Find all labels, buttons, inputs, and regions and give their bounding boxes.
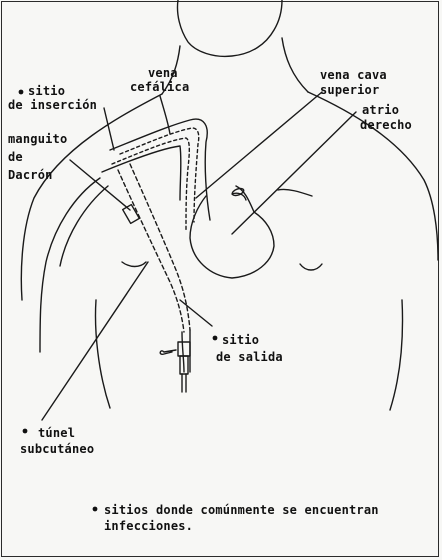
- bullet-sitio-salida: [213, 336, 218, 341]
- dacron-cuff: [123, 205, 140, 224]
- label-manguito-2: de: [8, 150, 23, 164]
- arm-catheter-b: [60, 186, 108, 266]
- nipple-right: [300, 264, 322, 270]
- label-manguito-3: Dacrón: [8, 168, 53, 182]
- label-sitio-insercion-2: de inserción: [8, 98, 97, 112]
- label-atrio-1: atrio: [362, 103, 399, 117]
- label-vena-cava-2: superior: [320, 83, 379, 97]
- bullet-sitio-insercion: [19, 90, 24, 95]
- left-shoulder: [21, 94, 162, 300]
- bullet-tunel: [23, 429, 28, 434]
- arm-catheter-a: [40, 178, 100, 352]
- chest-curve: [278, 189, 312, 196]
- label-tunel-2: subcutáneo: [20, 442, 94, 456]
- left-torso: [96, 300, 110, 408]
- leader-tunel: [42, 262, 148, 420]
- label-atrio-2: derecho: [360, 118, 412, 132]
- label-sitio-salida-2: de salida: [216, 350, 283, 364]
- leader-sitio-salida: [180, 300, 212, 326]
- legend-line-1: sitios donde comúnmente se encuentran: [104, 503, 379, 517]
- clamp: [160, 350, 176, 354]
- connector-tip: [182, 374, 186, 392]
- label-vena-cefalica-1: vena: [148, 66, 178, 80]
- leader-atrio: [232, 112, 356, 234]
- leader-manguito: [70, 160, 130, 210]
- vein-inner: [102, 146, 181, 200]
- label-sitio-insercion-1: sitio: [28, 84, 65, 98]
- legend-line-2: infecciones.: [104, 519, 193, 533]
- neck-right: [282, 38, 308, 92]
- catheter-external-a: [182, 332, 184, 372]
- head-outline: [177, 0, 282, 56]
- label-tunel-1: túnel: [38, 426, 75, 440]
- right-torso: [390, 300, 403, 410]
- tunnel-dashed-b: [130, 164, 190, 330]
- label-manguito-1: manguito: [8, 132, 67, 146]
- nipple-left: [122, 262, 146, 267]
- connector-hub: [178, 342, 190, 356]
- leader-sitio-insercion: [104, 108, 114, 150]
- label-sitio-salida-1: sitio: [222, 333, 259, 347]
- label-vena-cefalica-2: cefálica: [130, 80, 189, 94]
- leader-vena-cava: [196, 92, 322, 198]
- heart-outline: [190, 186, 274, 278]
- vein-outer: [110, 119, 210, 220]
- label-vena-cava-1: vena cava: [320, 68, 387, 82]
- tunnel-dashed-a: [118, 170, 184, 332]
- bullet-legend: [93, 507, 98, 512]
